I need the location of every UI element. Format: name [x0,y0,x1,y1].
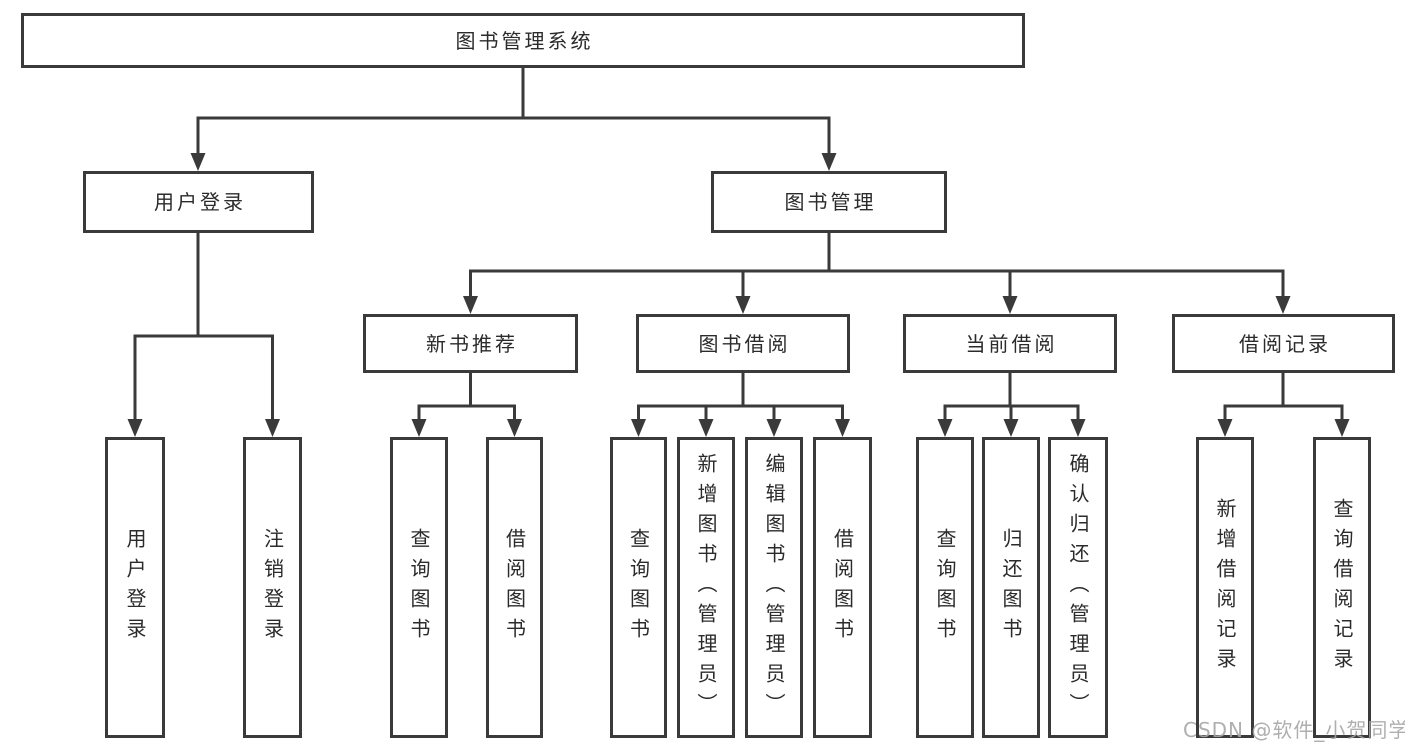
node-borrow-records: 借阅记录 [1172,314,1395,373]
node-label: 新增借阅记录 [1213,497,1237,678]
arrow-down-icon [411,419,427,437]
arrow-down-icon [1217,419,1233,437]
arrow-down-icon [698,419,714,437]
arrow-down-icon [127,419,143,437]
node-label: 借阅图书 [502,527,527,648]
arrow-down-icon [1070,419,1086,437]
node-current-borrowing: 当前借阅 [903,314,1117,373]
arrow-down-icon [835,419,850,437]
node-label: 编辑图书（管理员） [762,452,786,723]
node-label: 用户登录 [123,527,147,648]
arrow-down-icon [766,419,782,437]
node-label: 新增图书（管理员） [694,452,718,723]
node-label: 图书管理 [784,190,877,214]
node-logout-leaf: 注销登录 [243,437,302,738]
node-label: 归还图书 [999,527,1023,648]
node-add-book-admin: 新增图书（管理员） [677,437,735,738]
node-label: 确认归还（管理员） [1066,452,1090,723]
arrow-down-icon [735,296,751,314]
node-query-books-recommend: 查询图书 [390,437,448,738]
node-return-book: 归还图书 [982,437,1040,738]
arrow-down-icon [507,419,522,437]
node-query-borrow-record: 查询借阅记录 [1313,437,1371,738]
node-label: 借阅记录 [1239,331,1331,356]
node-label: 图书借阅 [698,331,791,356]
node-label: 查询图书 [407,527,431,648]
node-borrow-books-recommend: 借阅图书 [486,437,543,738]
node-query-books-current: 查询图书 [916,437,974,738]
node-label: 当前借阅 [965,331,1058,356]
node-query-books-borrowing: 查询图书 [610,437,667,738]
arrow-down-icon [1275,296,1291,314]
node-new-book-recommend: 新书推荐 [363,314,578,373]
arrow-down-icon [821,153,837,171]
arrow-down-icon [1002,296,1018,314]
node-user-login: 用户登录 [83,171,314,233]
node-confirm-return-admin: 确认归还（管理员） [1048,437,1108,738]
node-label: 图书管理系统 [455,28,594,53]
node-label: 查询图书 [933,527,957,648]
node-user-login-leaf: 用户登录 [105,437,165,738]
node-edit-book-admin: 编辑图书（管理员） [745,437,803,738]
arrow-down-icon [190,153,206,171]
arrow-down-icon [265,419,280,437]
node-label: 借阅图书 [830,527,855,648]
node-label: 注销登录 [260,527,285,648]
node-label: 查询图书 [626,527,651,648]
node-label: 用户登录 [154,190,246,214]
node-borrow-books-leaf: 借阅图书 [813,437,872,738]
csdn-watermark: CSDN @软件_小贺同学 [1183,718,1405,742]
node-label: 新书推荐 [426,331,518,356]
node-book-management: 图书管理 [711,171,947,233]
arrow-down-icon [463,296,478,314]
node-book-borrowing: 图书借阅 [636,314,850,373]
arrow-down-icon [1334,419,1350,437]
node-add-borrow-record: 新增借阅记录 [1196,437,1254,738]
arrow-down-icon [937,419,953,437]
node-root-system: 图书管理系统 [21,13,1025,68]
node-label: 查询借阅记录 [1330,497,1354,678]
arrow-down-icon [1003,419,1019,437]
arrow-down-icon [631,419,646,437]
